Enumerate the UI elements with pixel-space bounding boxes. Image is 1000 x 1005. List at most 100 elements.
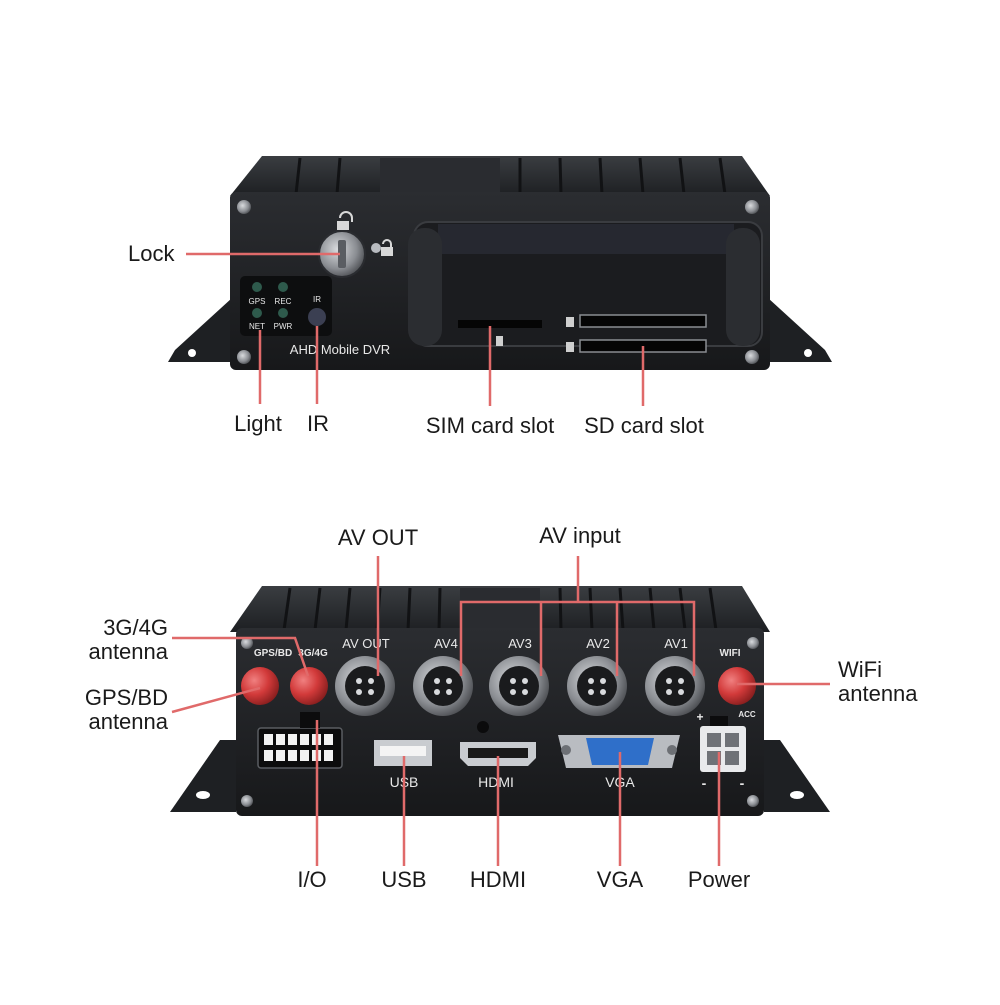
vga-port[interactable] <box>586 738 654 765</box>
label-av-out: AV OUT <box>342 636 389 651</box>
screw <box>745 200 759 214</box>
hdmi-port-inner <box>468 748 528 758</box>
av-out-connector[interactable] <box>335 656 395 716</box>
label-av4: AV4 <box>434 636 458 651</box>
callout-hdmi: HDMI <box>469 867 527 892</box>
callout-vga: VGA <box>596 867 644 892</box>
front-unit: GPS REC NET PWR IR AHD Mobile DVR <box>168 156 832 370</box>
bracket-hole <box>790 791 804 799</box>
bracket-hole <box>196 791 210 799</box>
rear-right-bracket <box>764 740 830 812</box>
sim-icon <box>496 336 503 346</box>
callout-io: I/O <box>297 867 327 892</box>
leader-gps <box>171 686 261 714</box>
led-label-net: NET <box>249 322 265 331</box>
label-4g-port: 3G/4G <box>298 648 328 659</box>
led-gps <box>252 282 262 292</box>
unlock-icon-body <box>337 221 349 230</box>
led-rec <box>278 282 288 292</box>
vga-screw <box>561 745 571 755</box>
leader-lines <box>171 252 830 866</box>
label-power-minus-left: - <box>702 775 707 791</box>
label-av2: AV2 <box>586 636 610 651</box>
callout-3g4g-antenna: 3G/4G antenna <box>88 616 168 664</box>
g4-antenna-connector[interactable] <box>290 667 328 705</box>
led-label-gps: GPS <box>249 297 266 306</box>
sd-icon <box>566 342 574 352</box>
screw <box>747 795 759 807</box>
callout-sd-card-slot: SD card slot <box>584 413 704 438</box>
screw <box>747 637 759 649</box>
sd-icon <box>566 317 574 327</box>
callout-ir: IR <box>307 411 329 436</box>
led-label-pwr: PWR <box>274 322 293 331</box>
bracket-hole <box>804 349 812 357</box>
leader-3g4g <box>172 636 310 677</box>
callout-gps-line2: antenna <box>88 709 168 734</box>
av3-connector[interactable] <box>489 656 549 716</box>
io-terminal-latch <box>300 712 320 728</box>
lock-icon-body <box>381 247 393 256</box>
av1-connector[interactable] <box>645 656 705 716</box>
usb-port-tongue <box>380 746 426 756</box>
unlock-icon <box>339 211 353 222</box>
screw <box>237 350 251 364</box>
led-net <box>252 308 262 318</box>
callout-gps-antenna: GPS/BD antenna <box>85 686 168 734</box>
hdd-door-lip <box>438 224 734 254</box>
led-label-rec: REC <box>275 297 292 306</box>
label-hdmi-port: HDMI <box>478 774 514 790</box>
lock-keyway <box>338 240 346 268</box>
hdd-door-handle-right[interactable] <box>726 228 760 346</box>
callout-wifi-line1: WiFi <box>838 657 882 682</box>
gps-antenna-connector[interactable] <box>241 667 279 705</box>
callout-power: Power <box>687 867 751 892</box>
callout-wifi-line2: antenna <box>838 681 918 706</box>
av2-connector[interactable] <box>567 656 627 716</box>
screw <box>241 637 253 649</box>
rear-unit: GPS/BD 3G/4G AV OUT AV4 AV3 AV2 AV1 WIFI <box>170 586 830 816</box>
label-power-minus-right: - <box>740 775 745 791</box>
power-connector[interactable] <box>700 726 746 772</box>
vga-screw <box>667 745 677 755</box>
lock-icon <box>382 239 392 248</box>
leader-av-input-bracket <box>459 600 696 676</box>
rear-left-bracket <box>170 740 236 812</box>
bracket-hole <box>188 349 196 357</box>
callout-wifi-antenna: WiFi antenna <box>838 658 918 706</box>
screw <box>241 795 253 807</box>
led-pwr <box>278 308 288 318</box>
sd-card-slot-1[interactable] <box>579 314 707 328</box>
av4-connector[interactable] <box>413 656 473 716</box>
callout-av-input: AV input <box>539 523 621 548</box>
label-power-plus: + <box>696 710 703 724</box>
callout-3g4g-line1: 3G/4G <box>103 615 168 640</box>
power-latch <box>710 716 728 728</box>
label-acc: ACC <box>738 710 756 719</box>
screw <box>237 200 251 214</box>
callout-gps-line1: GPS/BD <box>84 685 168 710</box>
callout-3g4g-line2: antenna <box>88 639 168 664</box>
hdd-door-handle-left[interactable] <box>408 228 442 346</box>
reset-hole <box>477 721 489 733</box>
ir-sensor <box>308 308 326 326</box>
ir-sensor-label: IR <box>313 295 321 304</box>
callout-usb: USB <box>381 867 427 892</box>
heatsink-plate <box>380 158 500 194</box>
wifi-antenna-connector[interactable] <box>718 667 756 705</box>
callout-av-out: AV OUT <box>337 525 419 550</box>
callout-light: Light <box>234 411 282 436</box>
sim-card-slot[interactable] <box>458 320 542 328</box>
label-av3: AV3 <box>508 636 532 651</box>
model-text: AHD Mobile DVR <box>290 342 390 357</box>
callout-lock: Lock <box>128 241 175 266</box>
lock-pin <box>371 243 381 253</box>
screw <box>745 350 759 364</box>
label-av1: AV1 <box>664 636 688 651</box>
heatsink-plate <box>460 588 540 630</box>
callout-sim-card-slot: SIM card slot <box>425 413 555 438</box>
label-gps-port: GPS/BD <box>254 648 292 659</box>
label-wifi-port: WIFI <box>719 648 740 659</box>
